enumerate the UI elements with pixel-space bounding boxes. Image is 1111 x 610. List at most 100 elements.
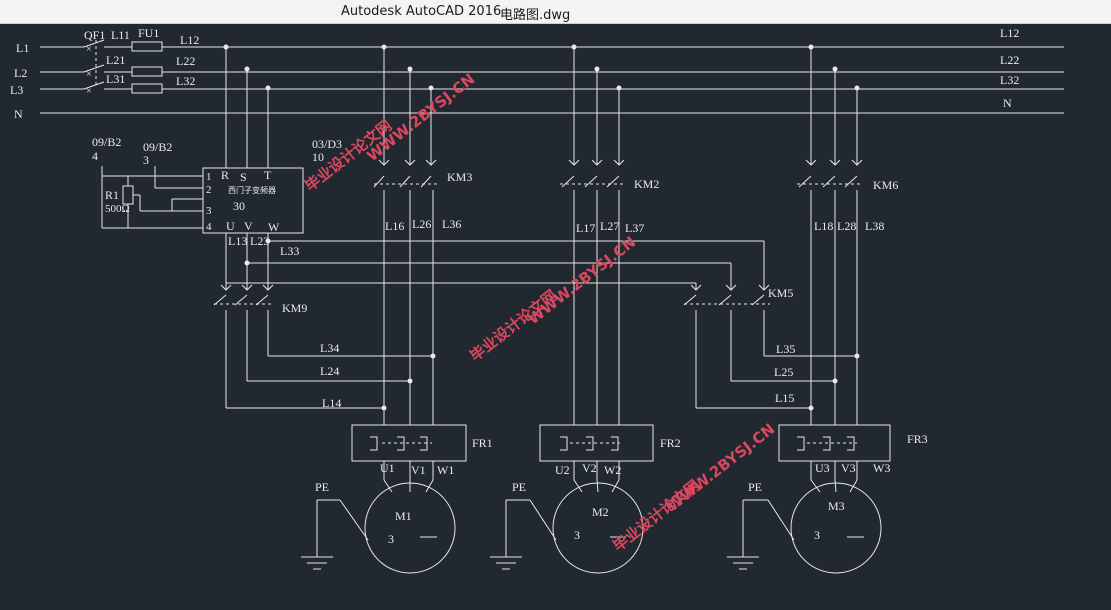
bus-after-l22: L22 <box>176 54 195 68</box>
bus-after-l32: L32 <box>176 74 195 88</box>
m1-term-w: W1 <box>437 463 454 477</box>
vfd-out-l33: L33 <box>280 244 299 258</box>
motor-1-phase: 3 <box>388 532 394 546</box>
vfd-ref-left: 09/B2 <box>92 135 121 149</box>
vfd-ref-mid-num: 3 <box>143 153 149 167</box>
vfd-labels: 09/B2 4 09/B2 3 03/D3 10 R1 500Ω 1 2 3 4… <box>92 135 342 258</box>
km5-label: KM5 <box>768 286 793 300</box>
km2-label: KM2 <box>634 177 659 191</box>
vfd-input-r: R <box>221 168 229 182</box>
km5-contacts <box>683 284 857 409</box>
vfd-out-l13: L13 <box>228 234 247 248</box>
fr1-label: FR1 <box>472 436 493 450</box>
wire-l16: L16 <box>385 219 404 233</box>
watermarks: WWW.2BYSJ.CN 毕业设计论文网 WWW.2BYSJ.CN 毕业设计论文… <box>301 70 778 555</box>
svg-text:×: × <box>86 44 92 55</box>
svg-text:×: × <box>86 86 92 97</box>
wire-l34: L34 <box>320 341 339 355</box>
vfd-ref-right-num: 10 <box>312 150 324 164</box>
wire-l24: L24 <box>320 364 339 378</box>
vfd-pin-2: 2 <box>206 184 212 196</box>
m2-term-w: W2 <box>604 463 621 477</box>
fuse-label: FU1 <box>138 26 159 40</box>
file-name: 电路图.dwg <box>500 8 571 23</box>
bus-lines: × × × <box>40 39 1064 114</box>
vfd-pin-1: 1 <box>206 171 212 183</box>
feed-l21: L21 <box>106 53 125 67</box>
m3-term-v: V3 <box>841 461 856 475</box>
bus-right-n: N <box>1003 96 1012 110</box>
bus-labels: L1 L2 L3 N QF1 L11 L21 L31 FU1 L12 L22 L… <box>10 26 1019 121</box>
vfd-pin-4: 4 <box>206 221 212 233</box>
wire-l14: L14 <box>322 396 341 410</box>
bus-label-n: N <box>14 107 23 121</box>
m3-term-w: W3 <box>873 461 890 475</box>
breaker-label: QF1 <box>84 28 105 42</box>
bus-right-l22: L22 <box>1000 53 1019 67</box>
app-title: Autodesk AutoCAD 2016 <box>341 4 502 19</box>
vfd-wiring <box>101 47 765 290</box>
feed-l31: L31 <box>106 72 125 86</box>
fr2-label: FR2 <box>660 436 681 450</box>
wire-l25: L25 <box>774 365 793 379</box>
km6-label: KM6 <box>873 178 898 192</box>
vfd-box <box>202 167 304 234</box>
feed-l11: L11 <box>111 28 130 42</box>
bus-label-l2: L2 <box>14 66 27 80</box>
wire-l36: L36 <box>442 217 461 231</box>
m2-term-u: U2 <box>555 463 570 477</box>
motor-2-symbol <box>552 482 644 574</box>
wire-l38: L38 <box>865 219 884 233</box>
motor-1-symbol <box>364 482 456 574</box>
bus-right-l32: L32 <box>1000 73 1019 87</box>
vfd-ref-left-num: 4 <box>92 149 98 163</box>
vfd-ref-right: 03/D3 <box>312 137 342 151</box>
vfd-name: 西门子变频器 <box>228 185 276 195</box>
m3-term-u: U3 <box>815 461 830 475</box>
bus-right-l12: L12 <box>1000 26 1019 40</box>
m1-term-v: V1 <box>411 463 426 477</box>
wire-l27: L27 <box>600 219 619 233</box>
motor-3-name: M3 <box>828 499 845 513</box>
bus-after-l12: L12 <box>180 33 199 47</box>
motor-2-name: M2 <box>592 505 609 519</box>
m2-term-v: V2 <box>582 461 597 475</box>
vfd-input-t: T <box>264 168 272 182</box>
pe-label-2: PE <box>512 480 526 494</box>
bus-label-l1: L1 <box>16 41 29 55</box>
svg-text:×: × <box>86 69 92 80</box>
watermark-cn-3: 毕业设计论文网 <box>609 476 703 555</box>
vfd-output-v: V <box>244 219 253 233</box>
km9-contacts <box>213 284 274 408</box>
vfd-input-s: S <box>240 170 247 184</box>
km3-label: KM3 <box>447 170 472 184</box>
wire-l15: L15 <box>775 391 794 405</box>
wire-l18: L18 <box>814 219 833 233</box>
pe-label-3: PE <box>748 480 762 494</box>
wire-l28: L28 <box>837 219 856 233</box>
watermark-cn-2: 毕业设计论文网 <box>466 286 560 365</box>
bus-label-l3: L3 <box>10 83 23 97</box>
vfd-pin-3: 3 <box>206 205 212 217</box>
resistor-label: R1 <box>105 188 119 202</box>
wire-l35: L35 <box>776 342 795 356</box>
vfd-number: 30 <box>233 199 245 213</box>
vfd-out-l23: L23 <box>250 234 269 248</box>
wire-l26: L26 <box>412 217 431 231</box>
pe-label-1: PE <box>315 480 329 494</box>
wire-l37: L37 <box>625 221 644 235</box>
branch-1 <box>226 47 467 574</box>
km9-label: KM9 <box>282 301 307 315</box>
branch-3 <box>727 47 891 574</box>
motor-1-name: M1 <box>395 509 412 523</box>
resistor-value: 500Ω <box>105 203 130 215</box>
branch-2 <box>490 47 654 574</box>
title-bar: Autodesk AutoCAD 2016 电路图.dwg <box>0 0 1111 24</box>
m1-term-u: U1 <box>380 461 395 475</box>
motor-3-symbol <box>790 482 882 574</box>
drawing-canvas[interactable]: × × × L1 L2 L3 N QF1 L11 L21 L31 FU1 L12… <box>0 23 1111 605</box>
wire-l17: L17 <box>576 221 595 235</box>
watermark-url-1: WWW.2BYSJ.CN <box>363 70 478 165</box>
vfd-output-w: W <box>268 220 280 234</box>
vfd-output-u: U <box>226 219 235 233</box>
